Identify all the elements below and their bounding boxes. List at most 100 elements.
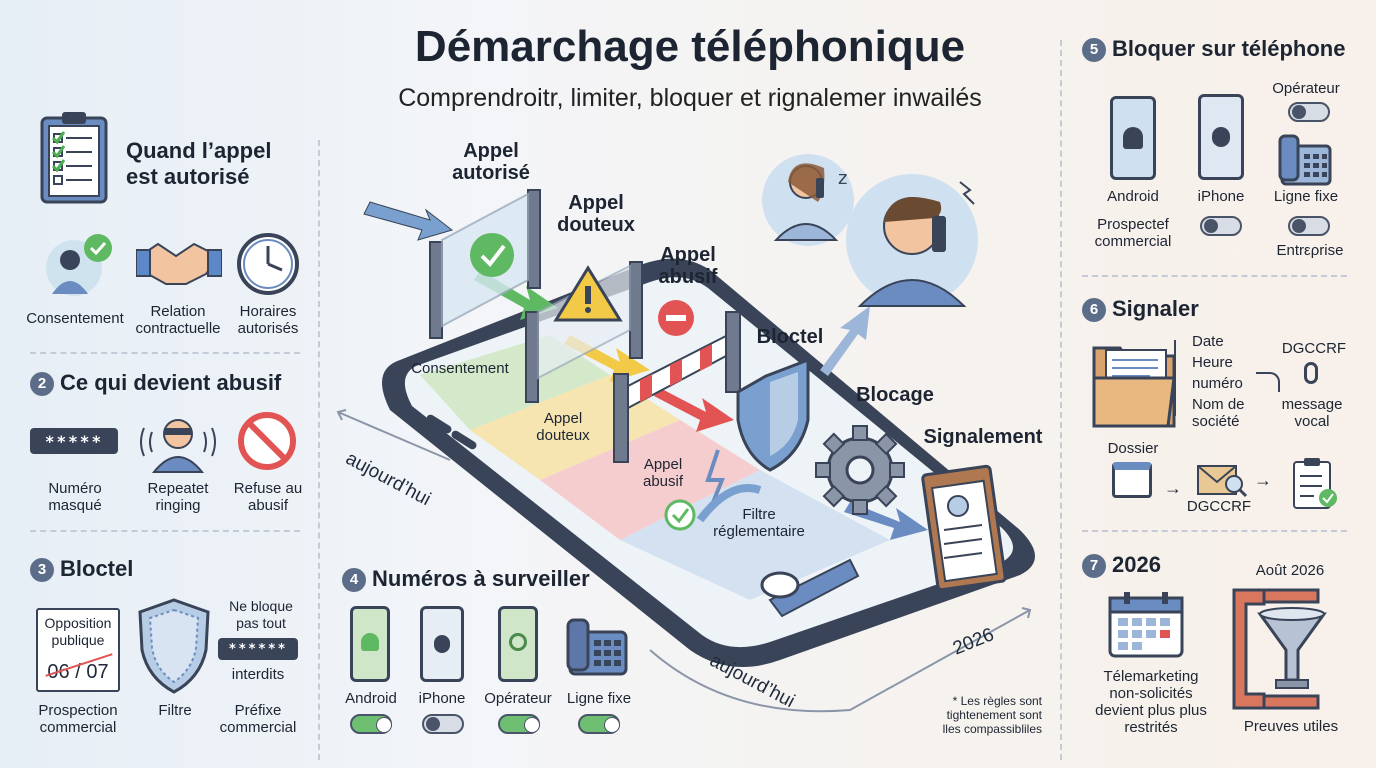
s2-item-repeat: Repeatet ringing	[147, 480, 209, 514]
divider-left	[318, 140, 320, 760]
masked-caller-icon	[138, 412, 218, 479]
footnote: * Les règles sont tightenement sont lles…	[942, 694, 1042, 736]
s5-entreprise-label: Entrερrise	[1276, 242, 1344, 259]
phone-illustration: z	[330, 130, 1060, 735]
page-title: Démarchage téléphonique	[414, 22, 966, 71]
s5-toggle-prospect[interactable]	[1200, 216, 1242, 236]
handshake-icon	[135, 234, 223, 299]
s2-item-refuse: Refuse au abusif	[233, 480, 303, 514]
s6-message-vocal: message vocal	[1281, 396, 1343, 430]
s5-iphone-label: iPhone	[1197, 188, 1245, 205]
s4-title: Numéros à surveiller	[372, 566, 590, 591]
page-subtitle: Comprendroitr, limiter, bloquer et rigna…	[398, 84, 982, 112]
opposition-number: 06 / 07	[47, 661, 109, 683]
s6-field-numero: numéro	[1192, 375, 1243, 392]
lane-abusif: Appel abusif	[642, 456, 684, 490]
s1-item-relation: Relation contractuelle	[135, 303, 221, 337]
shield-filter-icon	[134, 596, 214, 701]
s6-field-heure: Heure	[1192, 354, 1233, 371]
big-calendar-icon	[1106, 590, 1186, 665]
s7-date: Août 2026	[1255, 562, 1325, 579]
s5-toggle-operateur[interactable]	[1288, 102, 1330, 122]
label-appel-autorise: Appel autorisé	[452, 140, 530, 184]
label-appel-abusif: Appel abusif	[658, 244, 718, 288]
s4-label-iphone: iPhone	[418, 690, 466, 707]
android-phone-icon	[350, 606, 390, 682]
s4-label-android: Android	[345, 690, 397, 707]
s7-telemarketing: Télemarketing non-solicités devient plus…	[1095, 668, 1207, 736]
s1-title: Quand l’appel est autorisé	[126, 138, 272, 189]
s6-field-societe: Nom de société	[1192, 396, 1245, 430]
s5-title: Bloquer sur téléphone	[1112, 36, 1346, 61]
checklist-icon	[1290, 456, 1340, 517]
arrow-curve	[1256, 372, 1280, 392]
s1-item-consent: Consentement	[26, 310, 124, 327]
s7-preuves: Preuves utiles	[1243, 718, 1339, 735]
svg-text:z: z	[838, 168, 847, 189]
s1-item-horaires: Horaires autorisés	[237, 303, 299, 337]
s2-title: Ce qui devient abusif	[60, 370, 282, 395]
s4-label-ligne-fixe: Ligne fixe	[566, 690, 632, 707]
s7-number: 7	[1082, 554, 1106, 578]
s6-title: Signaler	[1112, 296, 1199, 321]
lane-consentement: Consentement	[411, 360, 509, 377]
toggle-iphone[interactable]	[422, 714, 464, 734]
forbidden-icon	[236, 410, 298, 477]
s6-dgccrf-top: DGCCRF	[1281, 340, 1347, 357]
s6-dgccrf-bottom: DGCCRF	[1186, 498, 1252, 515]
s3-item-prospection: Prospection commercial	[38, 702, 118, 736]
microphone-icon	[1304, 362, 1318, 384]
landline-icon	[566, 618, 630, 683]
s5-operateur-label: Opérateur	[1272, 80, 1340, 97]
s6-number: 6	[1082, 298, 1106, 322]
label-signalement: Signalement	[923, 426, 1043, 448]
s6-dossier-label: Dossier	[1107, 440, 1159, 457]
arrow-right-2: →	[1254, 470, 1272, 490]
s6-field-date: Date	[1192, 333, 1224, 350]
consent-icon	[40, 232, 118, 303]
s5-number: 5	[1082, 38, 1106, 62]
toggle-ligne-fixe[interactable]	[578, 714, 620, 734]
s5-ligne-fixe-label: Ligne fixe	[1273, 188, 1339, 205]
folder-icon	[1090, 338, 1180, 435]
divider-s6	[1082, 530, 1347, 532]
label-appel-douteux: Appel douteux	[557, 192, 635, 236]
s7-title: 2026	[1112, 552, 1161, 577]
interdits-label: interdits	[231, 666, 285, 683]
divider-s2	[30, 530, 300, 532]
s5-prospect-label: Prospectef commercial	[1094, 216, 1172, 250]
arrow-right-1: →	[1164, 478, 1182, 498]
lane-douteux: Appel douteux	[536, 410, 590, 444]
s5-android-icon	[1110, 96, 1156, 180]
s3-item-prefixe: Préfixe commercial	[219, 702, 297, 736]
masked-number-pill: *****	[30, 428, 118, 454]
interdits-stars: ******	[218, 638, 298, 660]
ne-bloque-label: Ne bloque pas tout	[229, 598, 293, 631]
label-bloctel: Bloctel	[756, 326, 824, 348]
s5-android-label: Android	[1107, 188, 1159, 205]
s5-landline-icon	[1278, 134, 1334, 191]
operator-phone-icon	[498, 606, 538, 682]
s3-title: Bloctel	[60, 556, 134, 581]
s3-item-filtre: Filtre	[158, 702, 192, 719]
s2-item-masked: Numéro masqué	[48, 480, 102, 514]
label-blocage: Blocage	[856, 384, 934, 406]
lane-filtre: Filtre réglementaire	[713, 506, 805, 540]
divider-s1	[30, 352, 300, 354]
divider-right	[1060, 40, 1062, 760]
s2-number: 2	[30, 372, 54, 396]
clock-icon	[236, 232, 300, 301]
opposition-card: Opposition publique 06 / 07	[36, 608, 120, 692]
iphone-icon	[420, 606, 464, 682]
calendar-small-icon	[1112, 462, 1152, 498]
toggle-operateur[interactable]	[498, 714, 540, 734]
s5-toggle-entreprise[interactable]	[1288, 216, 1330, 236]
s4-number: 4	[342, 568, 366, 592]
toggle-android[interactable]	[350, 714, 392, 734]
